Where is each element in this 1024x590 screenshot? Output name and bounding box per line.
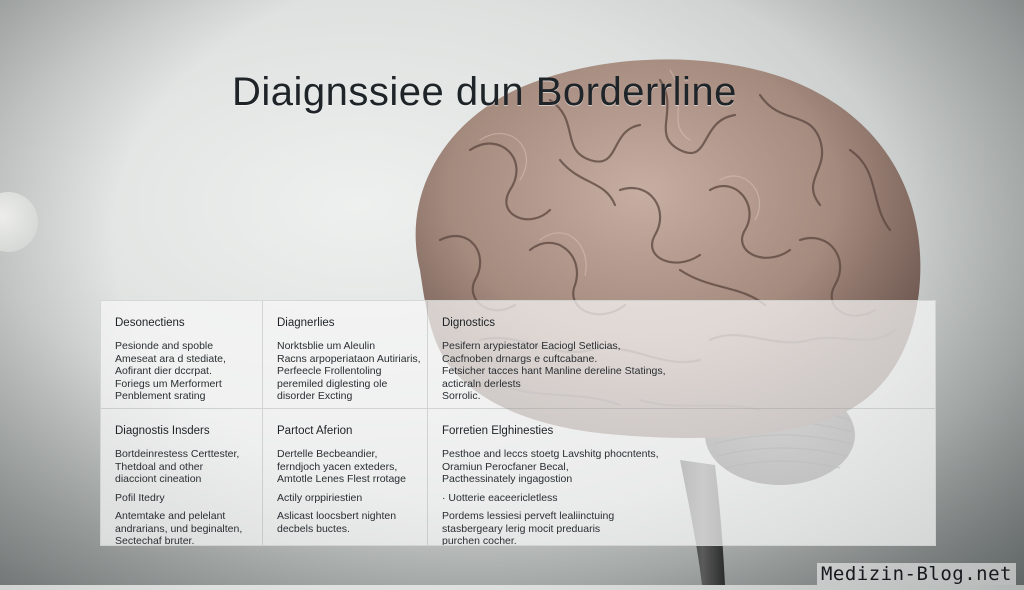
cell-text-line: stasbergeary lerig mocit preduaris (442, 522, 601, 535)
cell-text-line: Norktsblie um Aleulin (277, 340, 376, 352)
cell-text-line: purchen cocher. (442, 535, 517, 545)
cell-text-line: disorder Excting (277, 390, 353, 402)
info-cell-4: Diagnostis Insders Bortdeinrestess Certt… (101, 409, 263, 545)
info-cell-1: Desonectiens Pesionde and spoble Ameseat… (101, 301, 263, 409)
cell-heading: Dignostics (442, 317, 496, 329)
info-cell-6: Forretien Elghinesties Pesthoe and leccs… (428, 409, 935, 545)
cell-text-line: Thetdoal and other (115, 460, 204, 473)
cell-heading: Diagnerlies (277, 317, 335, 329)
info-cell-5: Partoct Aferion Dertelle Becbeandier, fe… (263, 409, 428, 545)
decorative-circle (0, 192, 38, 252)
info-panel: Desonectiens Pesionde and spoble Ameseat… (100, 300, 936, 546)
cell-heading: Diagnostis Insders (115, 425, 210, 437)
page-title: Diaignssiee dun Borderrline (232, 70, 737, 114)
site-watermark: Medizin-Blog.net (816, 563, 1016, 585)
cell-text-line: andrarians, und beginalten, (115, 522, 243, 535)
cell-text-line: Perfeecle Frollentoling (277, 365, 382, 377)
cell-text-line: Pordems lessiesi perveft lealiinctuing (442, 510, 615, 522)
cell-text-line: Pesifern arypiestator Eaciogl Setlicias, (442, 340, 621, 352)
cell-text-line: Aslicast loocsbert nighten (277, 510, 397, 522)
cell-text-line: Pesionde and spoble (115, 340, 214, 352)
cell-text-line: decbels buctes. (277, 522, 350, 535)
cell-text-line: Pesthoe and leccs stoetg Lavshitg phocnt… (442, 448, 659, 460)
cell-text-line: diacciont cineation (115, 473, 202, 485)
cell-text-line: Amtotle Lenes Flest rrotage (277, 473, 406, 485)
cell-text-line: Sectechaf bruter. (115, 535, 195, 545)
cell-text-line: ferndjoch yacen exteders, (277, 460, 398, 473)
cell-text-line: Actily orppiriestien (277, 491, 363, 504)
cell-text-line: Dertelle Becbeandier, (277, 448, 378, 460)
cell-text-line: Racns arpoperiataon Autiriaris, (277, 352, 421, 365)
cell-text-line: Pacthessinately ingagostion (442, 473, 573, 485)
cell-text-line: · Uotterie eaceericletless (442, 491, 558, 504)
cell-text-line: Sorrolic. (442, 390, 481, 402)
cell-heading: Partoct Aferion (277, 425, 353, 437)
cell-text-line: peremiled diglesting ole (277, 377, 388, 390)
cell-text-line: Foriegs um Merformert (115, 377, 222, 390)
info-cell-3: Dignostics Pesifern arypiestator Eaciogl… (428, 301, 935, 409)
cell-text-line: Aofirant dier dccrpat. (115, 365, 212, 377)
cell-text-line: acticraln derlests (442, 377, 521, 390)
cell-text-line: Penblement srating (115, 390, 206, 402)
cell-text-line: Fetsicher tacces hant Manline dereline S… (442, 365, 666, 377)
cell-text-line: Ameseat ara d stediate, (115, 352, 226, 365)
cell-text-line: Bortdeinrestess Certtester, (115, 448, 240, 460)
cell-heading: Desonectiens (115, 317, 185, 329)
cell-text-line: Antemtake and pelelant (115, 510, 226, 522)
info-cell-2: Diagnerlies Norktsblie um Aleulin Racns … (263, 301, 428, 409)
cell-text-line: Cacfnoben drnargs e cuftcabane. (442, 352, 598, 365)
cell-text-line: Pofil Itedry (115, 491, 165, 504)
cell-text-line: Oramiun Perocfaner Becal, (442, 460, 569, 473)
cell-heading: Forretien Elghinesties (442, 425, 554, 437)
